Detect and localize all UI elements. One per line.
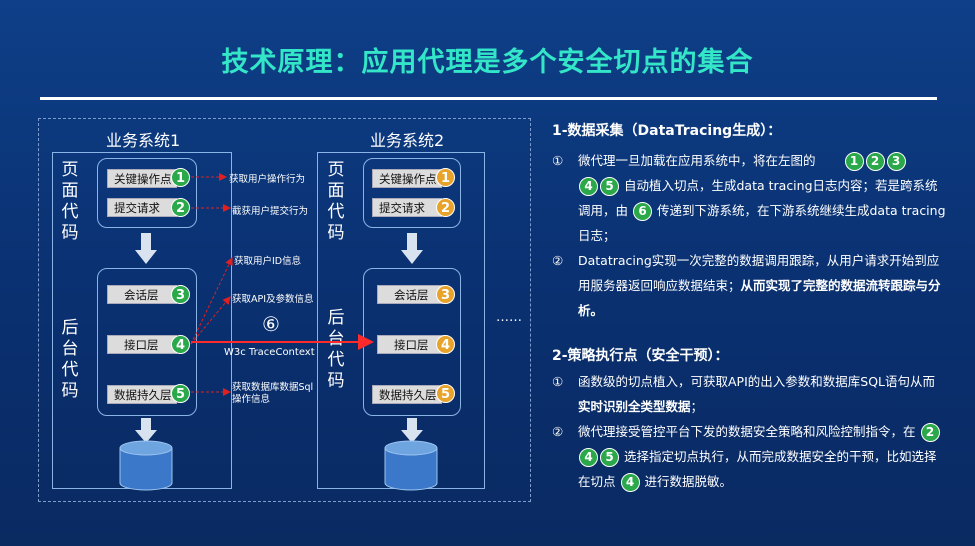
s1-p2-b: 从而实现了完整的数据流转跟踪与分析。 xyxy=(578,278,941,318)
connector-4 xyxy=(190,296,231,345)
s2-p1-b: 实时识别全类型数据 xyxy=(578,399,691,414)
circle-1: 1 xyxy=(844,152,864,171)
note-user-id: 获取用户ID信息 xyxy=(234,256,302,267)
s1-p1-c: 传递到下游系统，在下游系统继续生成data tracing日志； xyxy=(578,203,946,243)
s1-db-icon xyxy=(119,440,173,491)
s1-badge-2: 2 xyxy=(171,198,190,217)
s2-p1-a: 函数级的切点植入，可获取API的出入参数和数据库SQL语句从而 xyxy=(578,374,936,389)
s2-p1-num: ① xyxy=(552,374,564,389)
s1-key-op-layer: 关键操作点 xyxy=(107,169,177,188)
circle-3: 3 xyxy=(886,152,906,171)
s1-api-layer: 接口层 xyxy=(107,335,177,354)
system2-page-label: 页面代码 xyxy=(327,160,345,243)
circle-2b: 2 xyxy=(920,423,940,442)
architecture-diagram xyxy=(38,118,531,502)
s2-p2-c: 进行数据脱敏。 xyxy=(644,474,732,489)
page-title: 技术原理：应用代理是多个安全切点的集合 xyxy=(221,47,754,78)
s1-p1-b: 自动植入切点，生成data tracing日志内容；若是跨系统调用，由 xyxy=(578,178,938,218)
s2-badge-4: 4 xyxy=(436,335,455,354)
ellipsis: …… xyxy=(496,310,522,325)
s1-p2-num: ② xyxy=(552,253,564,268)
s1-down-arrow-1 xyxy=(135,233,157,264)
circle-4: 4 xyxy=(579,177,598,196)
explanation-panel: 1-数据采集（DataTracing生成）： ① 微代理一旦加载在应用系统中，将… xyxy=(552,118,947,494)
system1-title: 业务系统1 xyxy=(106,131,181,150)
s2-p1-c: ； xyxy=(690,399,704,414)
system2-backend-label: 后台代码 xyxy=(327,308,345,391)
s1-badge-3: 3 xyxy=(171,285,190,304)
s2-db-icon xyxy=(384,440,438,491)
s2-submit-layer: 提交请求 xyxy=(372,198,442,217)
note-api-params: 获取API及参数信息 xyxy=(232,294,314,305)
s2-p2-a: 微代理接受管控平台下发的数据安全策略和风险控制指令，在 xyxy=(578,424,916,439)
s1-session-layer: 会话层 xyxy=(107,285,177,304)
circle-5b: 5 xyxy=(600,448,619,467)
s2-badge-2: 2 xyxy=(436,198,455,217)
s1-persist-layer: 数据持久层 xyxy=(107,385,177,404)
connector-3 xyxy=(190,257,233,345)
section1-point2: ② Datatracing实现一次完整的数据调用跟踪，从用户请求开始到应用服务器… xyxy=(552,248,947,323)
title-divider xyxy=(40,97,937,100)
s2-badge-5: 5 xyxy=(436,384,455,403)
s1-down-arrow-2 xyxy=(135,418,157,443)
section2-point1: ① 函数级的切点植入，可获取API的出入参数和数据库SQL语句从而实时识别全类型… xyxy=(552,369,947,419)
s2-badge-1: 1 xyxy=(436,168,455,187)
s2-down-arrow-1 xyxy=(401,233,423,264)
s2-p2-num: ② xyxy=(552,424,564,439)
s1-badge-1: 1 xyxy=(171,168,190,187)
s1-p1-a: 微代理一旦加载在应用系统中，将在左图的 xyxy=(578,153,816,168)
note-user-op: 获取用户操作行为 xyxy=(229,174,306,185)
s1-p1-num: ① xyxy=(552,153,564,168)
s1-submit-layer: 提交请求 xyxy=(107,198,177,217)
s1-badge-5: 5 xyxy=(171,384,190,403)
s2-key-op-layer: 关键操作点 xyxy=(372,169,442,188)
s2-badge-3: 3 xyxy=(436,285,455,304)
s2-session-layer: 会话层 xyxy=(377,285,445,304)
circle-5: 5 xyxy=(600,177,619,196)
circle-2: 2 xyxy=(865,152,885,171)
trace-badge-6: ⑥ xyxy=(262,312,280,336)
circle-4c: 4 xyxy=(620,473,640,492)
system2-page-group xyxy=(363,158,461,228)
s1-badge-4: 4 xyxy=(171,335,190,354)
circle-6: 6 xyxy=(633,202,652,221)
note-db-sql: 获取数据库数据Sql操作信息 xyxy=(232,382,314,405)
w3c-trace-label: W3c TraceContext xyxy=(224,347,315,358)
section1-title: 1-数据采集（DataTracing生成）： xyxy=(552,123,782,139)
circle-4b: 4 xyxy=(579,448,598,467)
system1-backend-label: 后台代码 xyxy=(61,318,79,401)
note-submit: 截获用户提交行为 xyxy=(232,206,309,217)
system1-page-label: 页面代码 xyxy=(61,160,79,243)
s1-p2-a: Datatracing实现一次完整的数据调用跟踪，从用户请求开始到应用服务器返回… xyxy=(578,253,940,293)
s2-persist-layer: 数据持久层 xyxy=(372,385,442,404)
s2-down-arrow-2 xyxy=(401,418,423,443)
system2-title: 业务系统2 xyxy=(370,131,445,150)
system1-page-group xyxy=(97,158,197,228)
s2-p2-b: 选择指定切点执行，从而完成数据安全的干预，比如选择在切点 xyxy=(578,449,937,489)
section2-title: 2-策略执行点（安全干预）： xyxy=(552,348,729,364)
